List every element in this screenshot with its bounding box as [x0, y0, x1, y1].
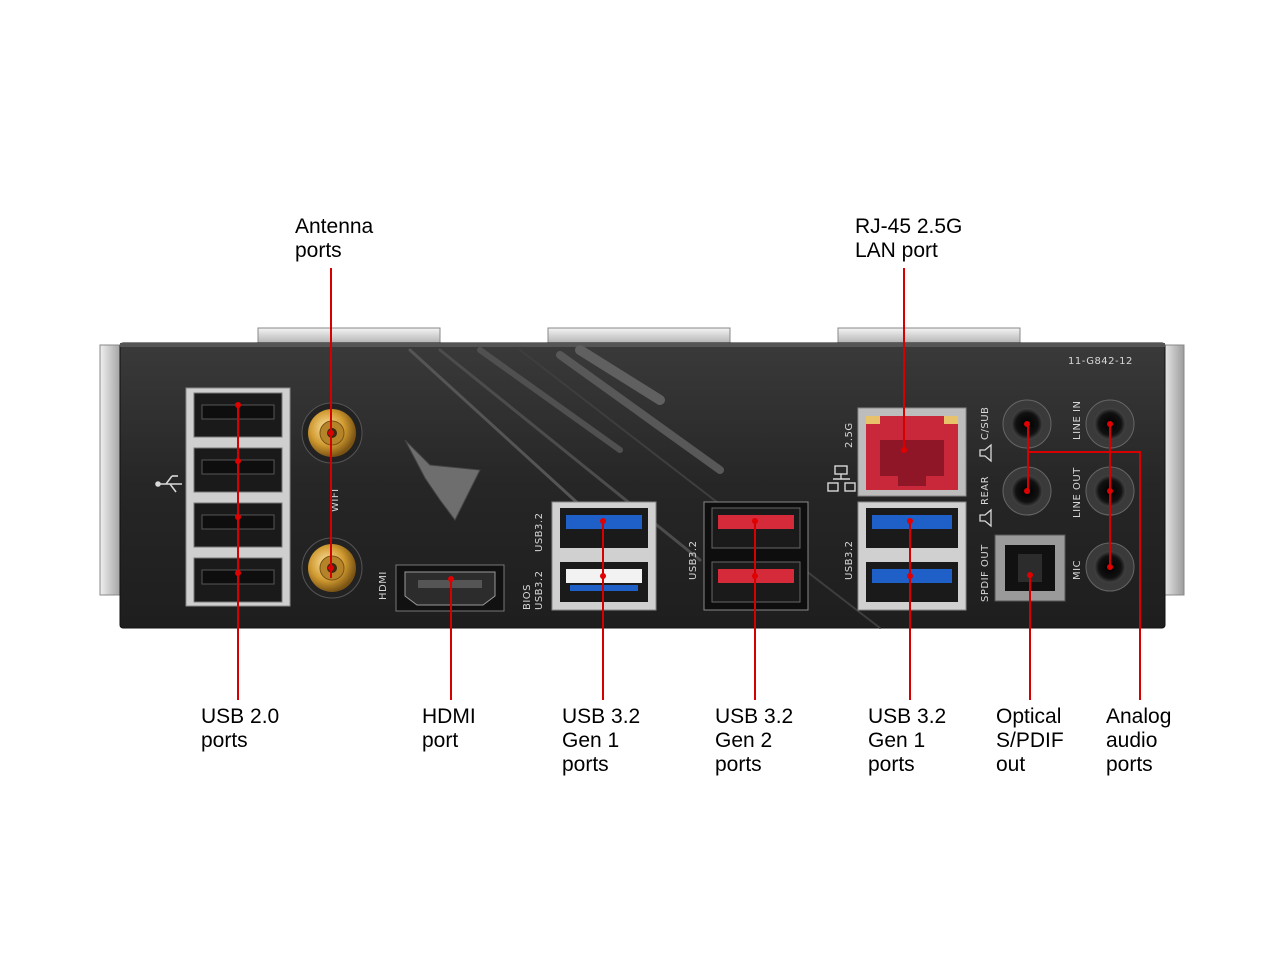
dot-usb20-4 [235, 570, 241, 576]
leader-hdmi [450, 578, 452, 700]
leader-analog-main [1139, 451, 1141, 700]
dot-analog-5 [1107, 564, 1113, 570]
dot-antenna-top [328, 430, 334, 436]
spdif-label: SPDIF OUT [980, 544, 991, 602]
dot-analog-2 [1107, 421, 1113, 427]
leader-usb32g1-left [602, 520, 604, 700]
csub-label: C/SUB [980, 407, 991, 440]
dot-usb32g1-right-2 [907, 573, 913, 579]
leader-usb20 [237, 405, 239, 700]
leader-rj45 [903, 268, 905, 450]
speaker-icon [979, 443, 992, 528]
dot-usb32g1-right-1 [907, 518, 913, 524]
dot-analog-1 [1024, 421, 1030, 427]
mic-label: MIC [1072, 560, 1083, 580]
usb32-label-a: USB3.2 [534, 571, 545, 610]
usb-icon [155, 475, 182, 493]
leader-analog-h [1027, 451, 1141, 453]
rj45-lan-port [857, 407, 967, 497]
left-tabs [99, 344, 123, 596]
dot-usb32g2-1 [752, 518, 758, 524]
dot-usb32g2-2 [752, 573, 758, 579]
hdmi-label: HDMI [378, 571, 389, 600]
usb32-label-d: USB3.2 [844, 541, 855, 580]
dot-antenna-bottom [328, 565, 334, 571]
audio-jacks [1002, 399, 1135, 592]
leader-analog-v1 [1027, 424, 1029, 491]
leader-antenna [330, 268, 332, 578]
aorus-logo [404, 439, 481, 521]
dot-analog-3 [1024, 488, 1030, 494]
wifi-label: WIFI [330, 488, 341, 512]
part-number-label: 11-G842-12 [1068, 356, 1133, 367]
dot-usb20-2 [235, 458, 241, 464]
dot-analog-4 [1107, 488, 1113, 494]
rear-label: REAR [980, 476, 991, 505]
dot-usb32g1-left-2 [600, 573, 606, 579]
dot-usb20-3 [235, 514, 241, 520]
line-out-label: LINE OUT [1072, 467, 1083, 518]
usb32-label-c: USB3.2 [688, 541, 699, 580]
network-icon [827, 465, 856, 492]
top-tabs [257, 327, 1021, 347]
leader-usb32g1-right [909, 520, 911, 700]
dot-rj45 [901, 447, 907, 453]
line-in-label: LINE IN [1072, 401, 1083, 440]
leader-analog-v2 [1109, 424, 1111, 567]
panel-stripes [408, 345, 881, 629]
leader-usb32g2 [754, 520, 756, 700]
dot-usb20-1 [235, 402, 241, 408]
lan-speed-label: 2.5G [844, 422, 855, 448]
bios-label: BIOS [522, 584, 533, 610]
dot-optical [1027, 572, 1033, 578]
usb32-gen2-stack [703, 501, 809, 611]
dot-hdmi [448, 576, 454, 582]
dot-usb32g1-left-1 [600, 518, 606, 524]
leader-optical [1029, 575, 1031, 700]
usb32-label-b: USB3.2 [534, 513, 545, 552]
